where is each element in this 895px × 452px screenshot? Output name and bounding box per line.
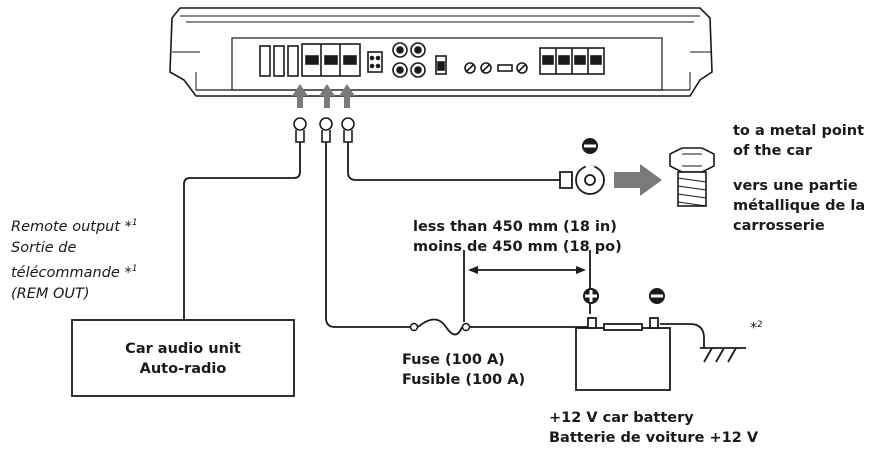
battery-icon [575,317,671,391]
battery-label-fr: Batterie de voiture +12 V [549,430,759,446]
minus-icon [649,288,665,304]
metal-point-label-fr-1: vers une partie [733,178,858,194]
distance-label-en: less than 450 mm (18 in) [413,219,617,235]
metal-point-label-fr-2: métallique de la [733,198,866,214]
measure-arrow-left-icon [468,266,478,274]
metal-point-label-fr-3: carrosserie [733,218,825,234]
remote-output-fr-label-1: Sortie de [11,239,77,256]
battery-label-en: +12 V car battery [549,410,694,426]
measure-arrow-right-icon [576,266,586,274]
ground-terminal-icon [559,164,605,195]
rem-out-label: (REM OUT) [11,285,90,302]
metal-point-label-en-2: of the car [733,143,812,159]
car-audio-unit-label-fr: Auto-radio [139,361,227,377]
fuse-label-en: Fuse (100 A) [402,352,505,368]
plus-icon [583,288,599,304]
ring-terminal-icons [293,117,355,143]
wires [183,142,705,348]
metal-point-label-en-1: to a metal point [733,123,865,139]
ground-footnote-marker: *2 [750,320,763,337]
bolt-icon [669,147,715,207]
fuse-end-dot-icon [409,322,419,332]
to-metal-arrow-icon [614,164,662,196]
amplifier [169,7,713,97]
remote-output-label: Remote output *1 [11,218,138,235]
minus-icon [582,138,598,154]
ground-icon [700,347,746,363]
car-audio-unit-label-en: Car audio unit [125,341,241,357]
fuse-label-fr: Fusible (100 A) [402,372,526,388]
remote-output-fr-label-2: télécommande *1 [11,263,138,281]
car-audio-unit [71,319,295,397]
up-arrow-icons [292,84,355,108]
distance-label-fr: moins de 450 mm (18 po) [413,239,622,255]
fuse-end-dot-icon [461,322,471,332]
